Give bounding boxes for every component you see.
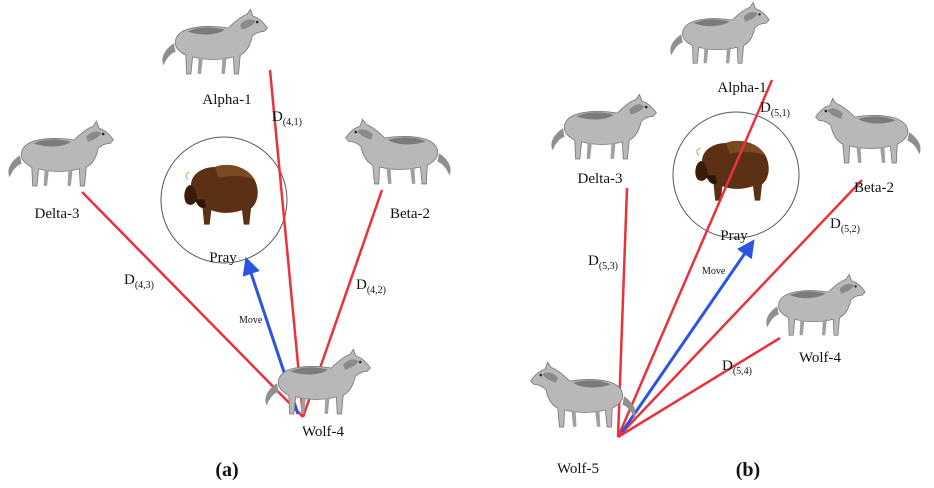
wolf-label-alpha: Alpha-1 bbox=[202, 92, 251, 108]
prey-label: Pray bbox=[720, 228, 748, 244]
move-label: Move bbox=[239, 315, 263, 326]
move-label: Move bbox=[702, 266, 726, 277]
panel-a: Alpha-1 Delta-3 Beta-2 Wolf-4 Pray Move … bbox=[8, 9, 450, 481]
wolf-label-delta: Delta-3 bbox=[35, 206, 80, 222]
wolf-label-delta: Delta-3 bbox=[578, 171, 623, 187]
panel-b: Alpha-1 Delta-3 Beta-2 Wolf-4 Wolf-5 Pra… bbox=[531, 2, 921, 481]
distance-label-5-3: D(5,3) bbox=[588, 253, 618, 272]
distance-label-4-1: D(4,1) bbox=[272, 109, 302, 128]
wolf-icon bbox=[816, 98, 921, 163]
wolf-icon bbox=[162, 9, 267, 74]
wolf-icon bbox=[8, 121, 113, 186]
panel-caption: (b) bbox=[736, 459, 760, 481]
wolf-label-alpha: Alpha-1 bbox=[717, 80, 766, 96]
wolf-label-self: Wolf-5 bbox=[557, 461, 599, 477]
distance-label-5-1: D(5,1) bbox=[760, 100, 790, 119]
distance-label-5-2: D(5,2) bbox=[830, 216, 860, 235]
prey-label: Pray bbox=[209, 250, 237, 266]
distance-line-5-1 bbox=[618, 80, 772, 437]
wolf-label-beta: Beta-2 bbox=[390, 206, 430, 222]
move-arrow bbox=[622, 243, 752, 432]
distance-label-5-4: D(5,4) bbox=[722, 358, 752, 377]
wolf-label-beta: Beta-2 bbox=[854, 180, 894, 196]
wolf-label-self: Wolf-4 bbox=[302, 424, 345, 440]
bison-icon bbox=[184, 165, 257, 225]
distance-label-4-3: D(4,3) bbox=[124, 272, 154, 291]
wolf-icon bbox=[670, 2, 769, 63]
distance-label-4-2: D(4,2) bbox=[356, 277, 386, 296]
wolf-icon bbox=[551, 94, 656, 159]
wolf-icon bbox=[766, 274, 865, 335]
wolf-label-other: Wolf-4 bbox=[799, 350, 842, 366]
panel-caption: (a) bbox=[215, 459, 238, 481]
distance-line-4-3 bbox=[82, 192, 303, 417]
wolf-icon bbox=[346, 119, 451, 184]
